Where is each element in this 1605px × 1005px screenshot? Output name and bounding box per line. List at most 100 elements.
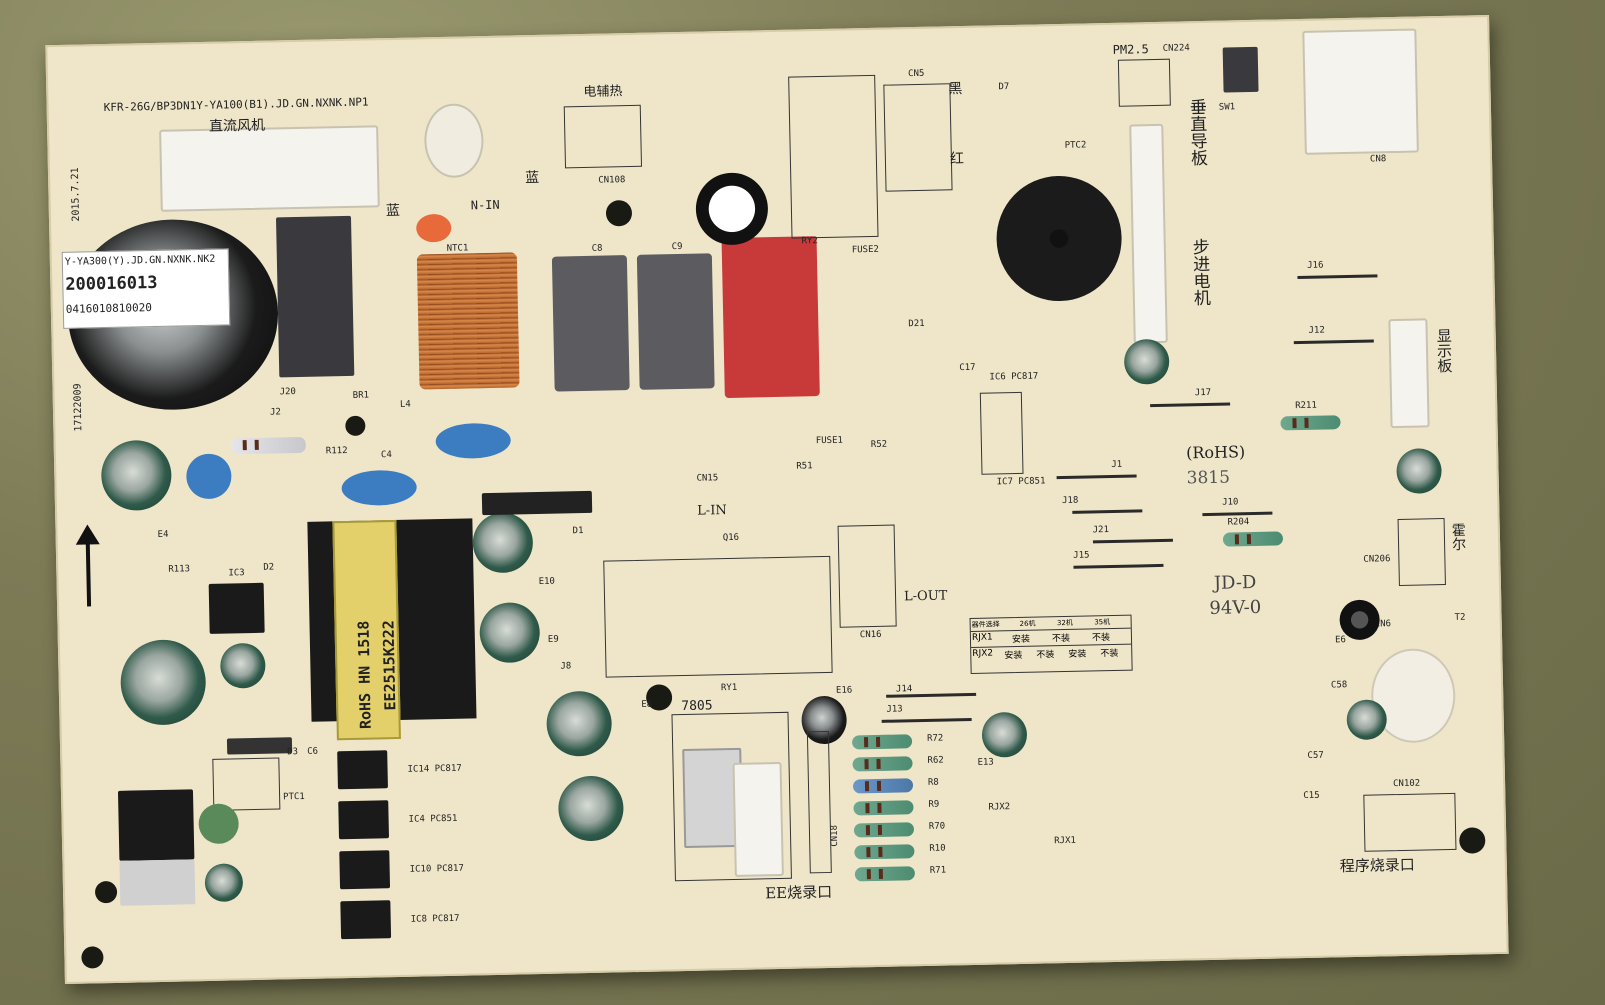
r72-label: R72 <box>926 733 944 744</box>
option-table-cell: RJX2 <box>972 648 994 659</box>
part-sticker: Y-YA300(Y).JD.GN.NXNK.NK2 200016013 0416… <box>61 248 231 329</box>
electrolytic-capacitor <box>1396 448 1443 495</box>
jumper-wire <box>1297 274 1378 280</box>
voltage-regulator <box>117 789 195 861</box>
c8-label: C8 <box>591 243 603 254</box>
jumper-wire <box>1056 474 1137 480</box>
rohs-label: (RoHS) <box>1185 442 1246 463</box>
d21-label: D21 <box>908 318 925 330</box>
sw1-label: SW1 <box>1218 102 1236 113</box>
cn102-label: CN102 <box>1392 778 1421 790</box>
ic14-chip <box>337 750 388 790</box>
cn5-label: CN5 <box>908 68 925 80</box>
option-table-cell: 安装 <box>1068 649 1087 660</box>
d7-label: D7 <box>998 82 1010 93</box>
hall-label: 霍尔 <box>1449 522 1467 551</box>
q16-label: Q16 <box>722 532 740 544</box>
l-out-label: L-OUT <box>903 588 948 605</box>
jumper-wire <box>881 717 972 723</box>
transformer-text-1: EE2515K222 <box>379 619 400 711</box>
r9-label: R9 <box>928 799 940 810</box>
electrolytic-capacitor <box>557 775 625 842</box>
resistor-r204 <box>1222 531 1284 547</box>
black-label: 黑 <box>948 81 963 98</box>
l-in-label: L-IN <box>697 503 727 519</box>
circuit-board: KFR-26G/BP3DN1Y-YA100(B1).JD.GN.NXNK.NP1… <box>45 14 1509 985</box>
ntc-thermistor <box>415 213 452 243</box>
e16-label: E16 <box>835 685 853 696</box>
jumper-wire <box>1293 339 1374 345</box>
ptc1-outline <box>212 757 281 811</box>
resistor-r70 <box>853 822 915 838</box>
j1-label: J1 <box>1111 459 1123 470</box>
c6-label: C6 <box>307 746 319 757</box>
blue-left-label: 蓝 <box>385 202 401 220</box>
mounting-hole <box>1459 827 1486 854</box>
x-capacitor <box>636 253 715 390</box>
tact-switch[interactable] <box>1222 46 1259 93</box>
electrolytic-capacitor <box>1346 699 1388 741</box>
option-table-row: RJX2 安装 不装 安装 不装 <box>971 645 1131 663</box>
ic6-outline <box>979 391 1024 475</box>
arrow-head-icon <box>75 524 100 545</box>
option-table-header-cell: 器件选择 <box>971 620 1000 629</box>
ceramic-capacitor <box>695 172 769 246</box>
buzzer <box>995 174 1123 303</box>
jumper-wire <box>1073 563 1164 569</box>
electrolytic-capacitor <box>472 512 534 574</box>
cn206-label: CN206 <box>1363 554 1391 565</box>
electrolytic-capacitor <box>545 690 613 757</box>
ic6-label: IC6 PC817 <box>989 371 1039 383</box>
c9-label: C9 <box>671 241 683 253</box>
cn224-label: CN224 <box>1162 43 1190 54</box>
ee-burn-label: EE烧录口 <box>765 882 833 903</box>
option-table-cell: 安装 <box>1004 650 1023 662</box>
j8-label: J8 <box>560 661 572 672</box>
electrolytic-capacitor <box>981 711 1028 758</box>
ic7-label: IC7 PC851 <box>996 476 1046 488</box>
e8-label: E8 <box>641 699 653 710</box>
j17-label: J17 <box>1194 387 1212 399</box>
ic3-label: IC3 <box>228 568 245 579</box>
common-mode-choke <box>416 252 520 390</box>
j20-label: J20 <box>279 387 297 398</box>
r204-label: R204 <box>1227 517 1250 528</box>
sticker-line1: Y-YA300(Y).JD.GN.NXNK.NK2 <box>64 253 216 268</box>
c15-label: C15 <box>1303 790 1320 802</box>
ptc2-label: PTC2 <box>1064 140 1087 151</box>
mounting-hole <box>345 415 366 437</box>
e6-label: E6 <box>1334 635 1347 646</box>
display-board-label: 显示板 <box>1434 327 1454 374</box>
cn102-connector <box>1363 792 1457 852</box>
option-table-cell: 不装 <box>1100 648 1119 660</box>
c4-label: C4 <box>380 450 392 461</box>
cn15-label: CN15 <box>696 473 719 484</box>
option-table-cell: 不装 <box>1036 650 1055 661</box>
display-connector <box>1388 318 1430 429</box>
code-3815-label: 3815 <box>1186 467 1231 489</box>
r70-label: R70 <box>928 821 946 832</box>
dc-fan-label: 直流风机 <box>208 117 266 135</box>
r8-label: R8 <box>927 777 939 788</box>
r51-label: R51 <box>796 461 813 472</box>
electrolytic-capacitor <box>479 602 541 664</box>
e10-label: E10 <box>538 576 556 588</box>
board-date-text: 2015.7.21 <box>69 167 83 222</box>
ntc1-label: NTC1 <box>446 243 469 254</box>
resistor-r62 <box>852 756 913 772</box>
cn5-connector <box>883 83 953 192</box>
r211-label: R211 <box>1295 400 1317 412</box>
cn108-label: CN108 <box>598 175 626 186</box>
sticker-line2: 200016013 <box>65 272 158 295</box>
power-relay <box>721 236 820 399</box>
mounting-hole <box>94 880 118 904</box>
option-table: 器件选择 26机 32机 35机 RJX1 安装 不装 不装 RJX2 安装 不… <box>969 614 1133 674</box>
jumper-wire <box>1202 511 1273 517</box>
resistor-r211 <box>1280 415 1341 431</box>
c17-label: C17 <box>959 362 976 374</box>
electrolytic-capacitor <box>204 863 244 903</box>
resistor-r8 <box>852 778 914 794</box>
hall-connector <box>1397 518 1446 586</box>
cn18-connector <box>806 730 832 874</box>
blue-right-label: 蓝 <box>525 169 540 187</box>
